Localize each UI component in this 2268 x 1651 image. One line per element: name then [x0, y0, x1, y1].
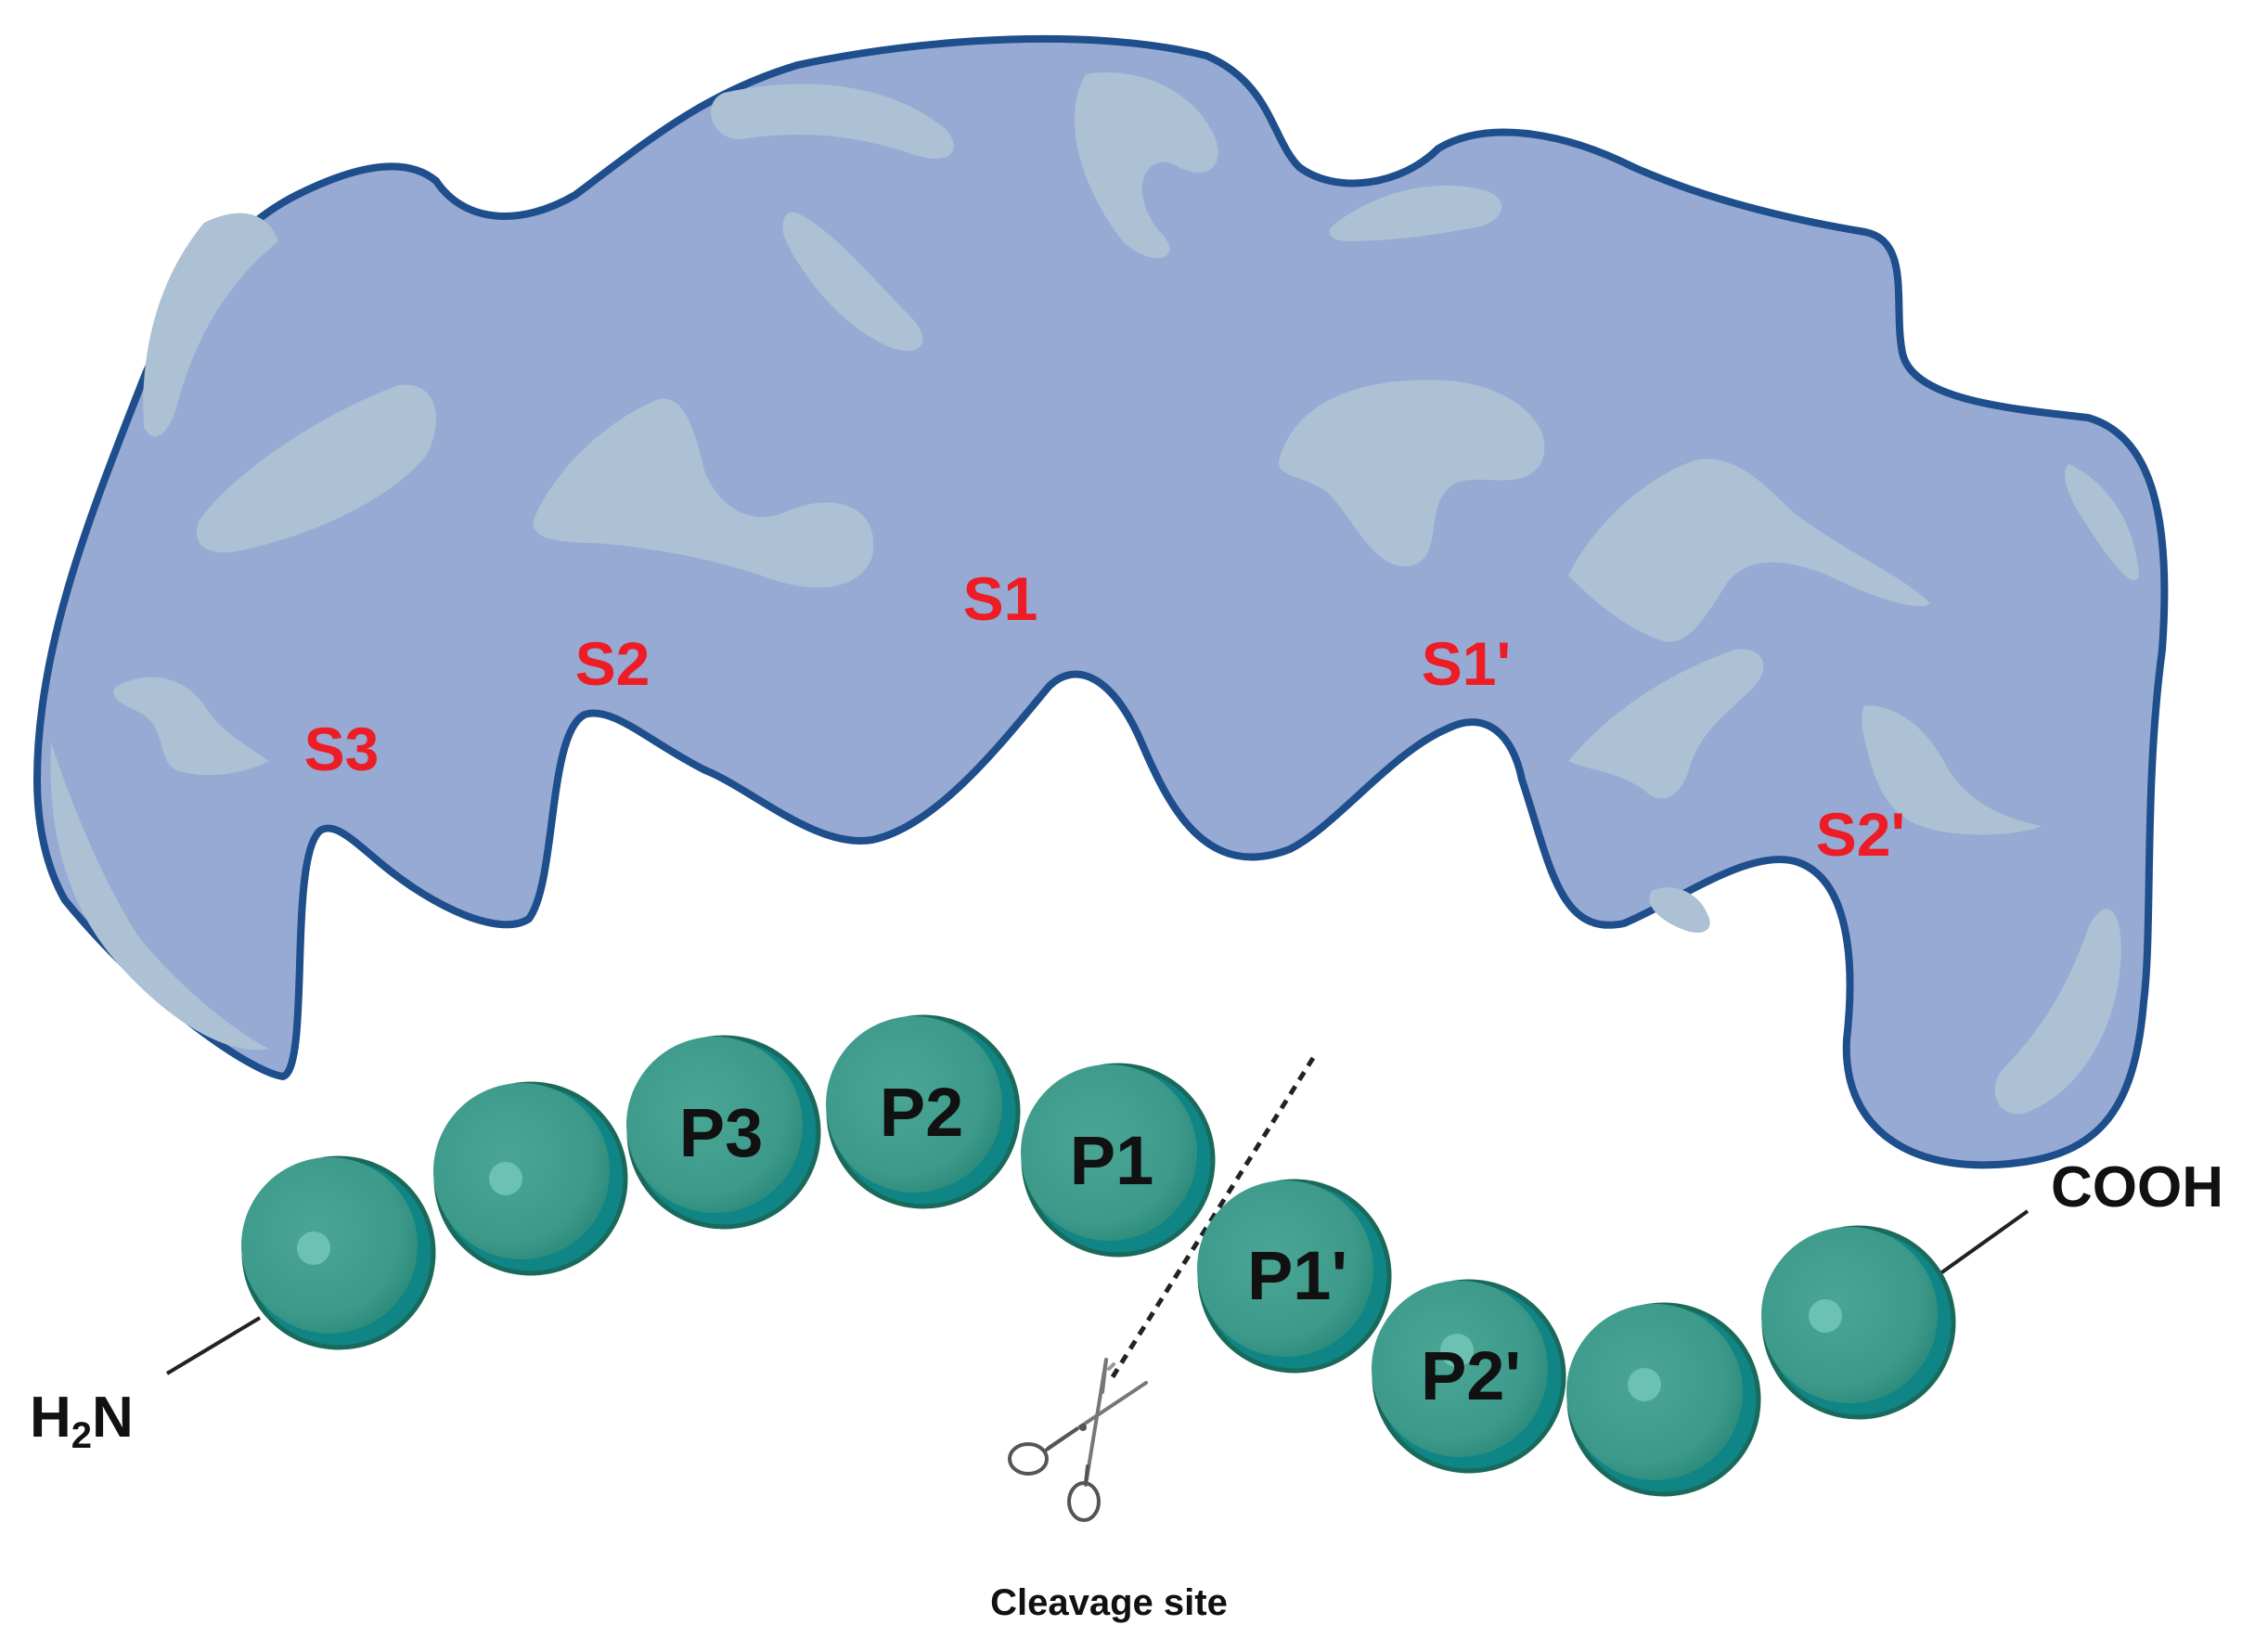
residue-label-p3: P3 — [679, 1094, 764, 1171]
residue-p1-prime: P1' — [1197, 1179, 1392, 1374]
n-terminus-h: H — [30, 1386, 71, 1450]
residue-p3: P3 — [626, 1035, 821, 1230]
residue — [1566, 1302, 1761, 1497]
residue — [241, 1155, 436, 1350]
texture-patch — [1074, 72, 1218, 259]
subsite-labels: S3 S2 S1 S1' S2' — [304, 564, 1906, 869]
texture-patch — [1279, 380, 1545, 567]
texture-patch — [50, 742, 270, 1051]
enzyme — [33, 34, 2169, 1169]
texture-patch — [1862, 705, 2042, 835]
texture-patch — [1994, 909, 2121, 1115]
residue — [433, 1081, 628, 1276]
residue-p2-prime: P2' — [1372, 1279, 1566, 1474]
subsite-label-s1-prime: S1' — [1422, 629, 1511, 698]
n-terminus-n: N — [92, 1386, 134, 1450]
c-terminal-line — [1928, 1209, 2030, 1283]
residue-label-p2-prime: P2' — [1421, 1337, 1521, 1414]
residue-p2: P2 — [826, 1014, 1021, 1209]
texture-patch — [711, 84, 954, 159]
subsite-label-s2-prime: S2' — [1816, 800, 1905, 869]
subsite-label-s3: S3 — [304, 715, 380, 783]
texture-patch — [782, 212, 923, 352]
termini: H2N COOH — [30, 1155, 2223, 1456]
chain-lines — [165, 1209, 2030, 1375]
n-terminus-label: H2N — [30, 1386, 134, 1456]
cleavage-line — [1106, 1056, 1316, 1385]
c-terminus-label: COOH — [2051, 1155, 2223, 1219]
enzyme-body — [33, 34, 2169, 1169]
n-terminal-line — [165, 1316, 262, 1375]
residue-p1: P1 — [1021, 1063, 1216, 1258]
n-terminus-subscript: 2 — [71, 1415, 92, 1456]
texture-patch — [1329, 185, 1502, 241]
texture-patch — [533, 398, 874, 588]
residue-label-p1-prime: P1' — [1247, 1237, 1347, 1314]
texture-patch — [2065, 464, 2139, 581]
residue-label-p2: P2 — [880, 1074, 964, 1151]
texture-patch — [113, 677, 269, 776]
texture-patch — [1568, 649, 1764, 799]
texture-patch — [1568, 458, 1930, 642]
subsite-label-s1: S1 — [963, 564, 1038, 633]
peptide-residues: P3 P2 P1 P1' P2' — [241, 1014, 1956, 1497]
residue-label-p1: P1 — [1070, 1122, 1154, 1199]
texture-patch — [1649, 887, 1710, 933]
subsite-label-s2: S2 — [575, 629, 651, 698]
texture-patch — [196, 384, 436, 553]
cleavage-site-label: Cleavage site — [990, 1582, 1228, 1623]
enzyme-texture — [50, 72, 2139, 1115]
texture-patch — [143, 213, 278, 437]
scissors-icon — [1008, 1358, 1148, 1522]
residue — [1761, 1225, 1956, 1420]
